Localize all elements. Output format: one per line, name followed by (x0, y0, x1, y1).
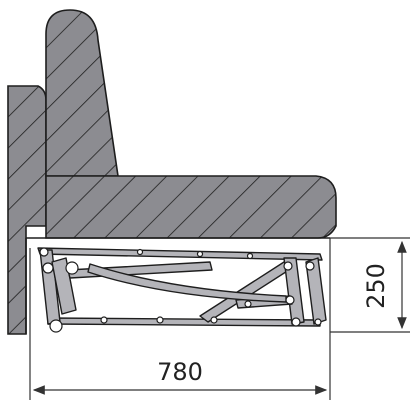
mechanism-pivot-arm (51, 257, 77, 315)
extension-lines (29, 237, 410, 400)
mechanism-top-rail (37, 247, 323, 261)
pivot (285, 295, 295, 305)
pivot (244, 300, 252, 308)
pivot (100, 316, 108, 324)
pivot (210, 316, 218, 324)
mechanism-bottom-rail (47, 317, 321, 327)
pivot (39, 247, 49, 257)
pivot (314, 318, 322, 326)
pivot (291, 317, 301, 327)
pivot (156, 316, 164, 324)
dimension-width-label: 780 (157, 358, 203, 386)
mechanism-front-leg (305, 257, 327, 325)
folding-mechanism (37, 247, 327, 327)
mechanism-pivots (39, 247, 322, 333)
pivot (136, 248, 144, 256)
dimension-width: 780 (32, 358, 328, 395)
base-frame (25, 237, 330, 334)
pivot (305, 261, 315, 271)
pivot (49, 319, 63, 333)
dimension-height-label: 250 (362, 263, 390, 309)
pivot (246, 252, 254, 260)
pivot (42, 262, 54, 274)
seat-cushion (45, 175, 337, 239)
dimension-height: 250 (362, 240, 407, 330)
pivot (196, 250, 204, 258)
armrest (7, 85, 47, 335)
pivot (283, 261, 293, 271)
backrest (45, 9, 119, 177)
pivot (65, 261, 79, 275)
